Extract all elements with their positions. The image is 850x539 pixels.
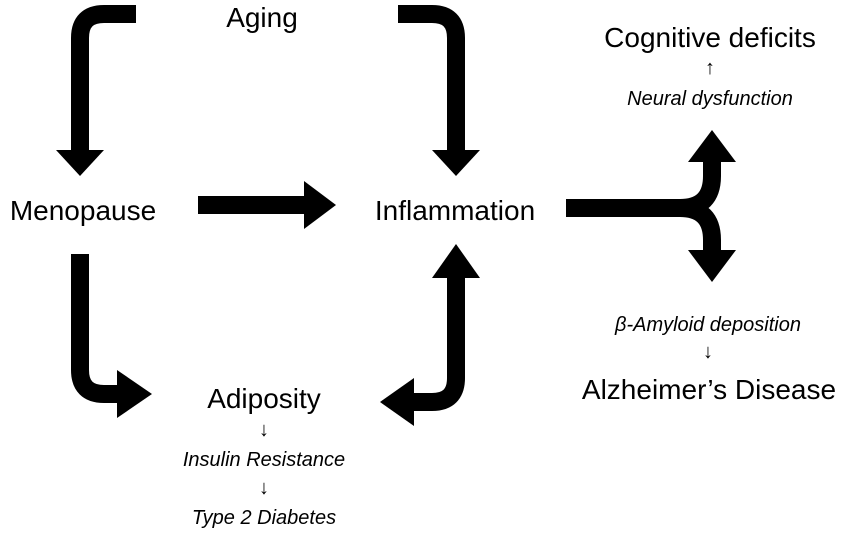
arrowhead-inflammation-top (432, 150, 480, 176)
node-inflammation: Inflammation (374, 195, 536, 226)
node-menopause: Menopause (9, 195, 157, 226)
arrowhead-inflammation-left (304, 181, 336, 229)
node-alzheimers-disease: Alzheimer’s Disease (581, 374, 837, 405)
node-cognitive-deficits: Cognitive deficits (604, 22, 816, 53)
arrow-menopause-to-adiposity (71, 254, 118, 403)
node-type2-diabetes: Type 2 Diabetes (191, 507, 337, 529)
small-down-arrow-icon: ↓ (703, 341, 713, 363)
node-aging: Aging (226, 2, 298, 33)
node-amyloid-deposition: β-Amyloid deposition (615, 314, 801, 336)
arrowhead-inflammation-bottom (432, 244, 480, 278)
arrowhead-fork-up (688, 130, 736, 162)
small-up-arrow-icon: ↑ (705, 57, 715, 79)
arrow-adiposity-inflammation (412, 278, 465, 411)
small-down-arrow-icon: ↓ (259, 419, 269, 441)
node-insulin-resistance: Insulin Resistance (182, 449, 346, 471)
arrowhead-adiposity-left (380, 378, 414, 426)
arrow-aging-to-menopause (71, 5, 136, 150)
arrowhead-fork-down (688, 250, 736, 282)
node-neural-dysfunction: Neural dysfunction (627, 88, 793, 110)
arrowhead-menopause (56, 150, 104, 176)
arrow-aging-to-inflammation (398, 5, 465, 150)
small-down-arrow-icon: ↓ (259, 477, 269, 499)
node-adiposity: Adiposity (207, 383, 321, 414)
arrowhead-adiposity-right (117, 370, 152, 418)
arrow-fork-down (679, 199, 721, 252)
